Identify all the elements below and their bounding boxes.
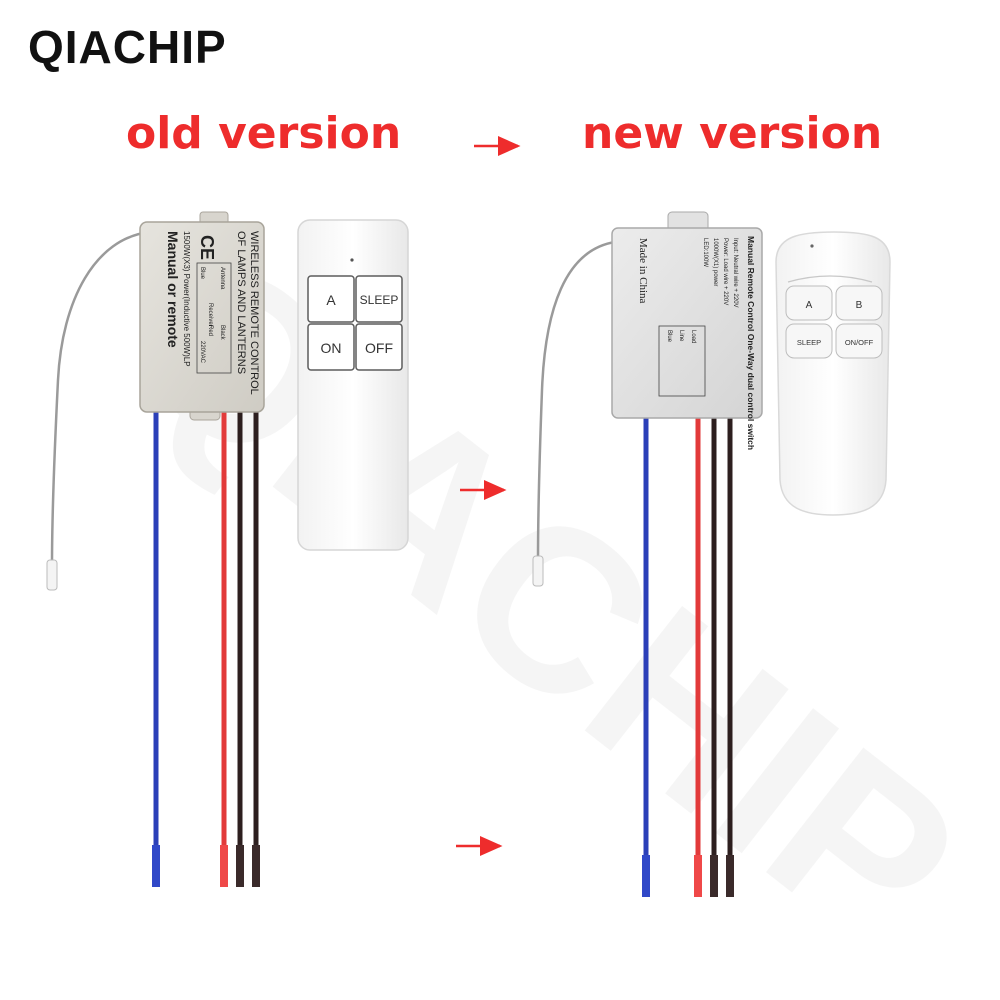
made-in-china-label: Made in China	[637, 238, 649, 303]
new-remote-button-onoff[interactable]	[835, 323, 883, 359]
old-remote-button-sleep[interactable]	[355, 275, 403, 323]
svg-text:220VAC: 220VAC	[199, 341, 205, 364]
svg-text:Red: Red	[207, 325, 213, 336]
svg-text:ON: ON	[321, 340, 342, 356]
old-version-heading: old version	[126, 108, 402, 159]
svg-text:LED:100W: LED:100W	[702, 238, 708, 267]
new-version-heading: new version	[582, 108, 883, 159]
svg-text:SLEEP: SLEEP	[797, 338, 821, 347]
svg-text:SLEEP: SLEEP	[360, 293, 399, 307]
svg-text:Black: Black	[219, 325, 225, 341]
svg-text:Blue: Blue	[666, 330, 672, 343]
old-remote-button-on[interactable]	[307, 323, 355, 371]
svg-text:OFF: OFF	[365, 340, 393, 356]
old-wires	[152, 405, 260, 887]
old-receiver-title-2: OF LAMPS AND LANTERNS	[235, 231, 247, 374]
new-remote-button-sleep[interactable]	[785, 323, 833, 359]
svg-text:A: A	[326, 292, 336, 308]
svg-text:Load: Load	[690, 330, 696, 343]
old-receiver-power: 1500W(X3) Power(Inductive 500W)LP	[182, 231, 191, 367]
old-receiver-mode: Manual or remote	[165, 231, 181, 348]
new-remote: A B SLEEP ON/OFF	[775, 231, 891, 516]
old-remote-button-a[interactable]	[307, 275, 355, 323]
svg-text:Input: Neutral wire + 220V: Input: Neutral wire + 220V	[732, 238, 738, 308]
svg-text:Power: Load wire + 220V: Power: Load wire + 220V	[722, 238, 728, 305]
new-remote-button-b[interactable]	[835, 285, 883, 321]
brand-logo: QIACHIP	[28, 21, 227, 73]
svg-text:Antenna: Antenna	[219, 267, 225, 290]
ce-mark-icon: CE	[197, 235, 217, 260]
old-antenna	[46, 230, 151, 591]
svg-text:1000W(X1) power: 1000W(X1) power	[712, 238, 718, 286]
svg-text:Blue: Blue	[199, 267, 205, 280]
svg-text:ON/OFF: ON/OFF	[845, 338, 874, 347]
new-remote-button-a[interactable]	[785, 285, 833, 321]
new-receiver: Manual Remote Control One-Way dual contr…	[611, 211, 763, 450]
old-remote: A SLEEP ON OFF	[297, 219, 409, 551]
svg-text:A: A	[806, 300, 813, 311]
old-receiver: WIRELESS REMOTE CONTROL OF LAMPS AND LAN…	[139, 211, 265, 421]
svg-text:Receiver: Receiver	[207, 303, 213, 327]
old-receiver-title-1: WIRELESS REMOTE CONTROL	[248, 231, 260, 395]
new-antenna	[532, 240, 616, 587]
new-wires	[642, 415, 734, 897]
old-remote-button-off[interactable]	[355, 323, 403, 371]
svg-text:Manual Remote Control One-Way: Manual Remote Control One-Way dual contr…	[746, 236, 756, 450]
svg-text:B: B	[856, 300, 863, 311]
svg-text:Line: Line	[678, 330, 684, 342]
